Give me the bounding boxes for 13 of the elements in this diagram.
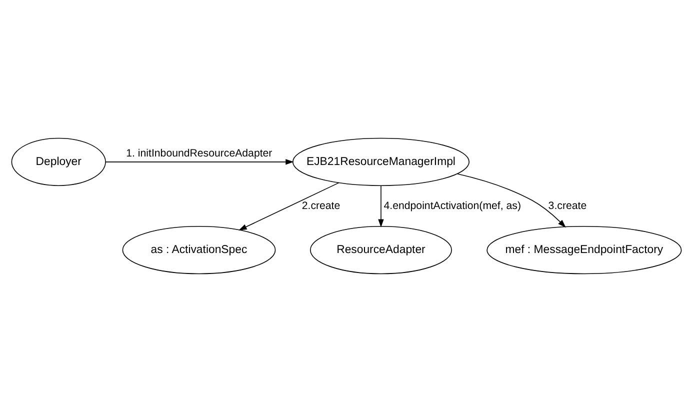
node-ellipse: as : ActivationSpec	[122, 226, 276, 274]
node-ellipse: ResourceAdapter	[310, 226, 452, 274]
edge-label: 3.create	[548, 200, 587, 212]
arrow	[457, 173, 566, 228]
node-ellipse: EJB21ResourceManagerImpl	[292, 138, 470, 186]
arrow	[238, 182, 340, 230]
edge-label: 2.create	[302, 200, 340, 212]
node-ellipse: mef : MessageEndpointFactory	[486, 226, 682, 274]
node-ellipse: Deployer	[11, 138, 106, 186]
edge-label: 4.endpointActivation(mef, as)	[384, 200, 521, 212]
edge-label: 1. initInboundResourceAdapter	[126, 148, 272, 160]
arrow	[378, 185, 384, 228]
arrow	[105, 159, 294, 165]
